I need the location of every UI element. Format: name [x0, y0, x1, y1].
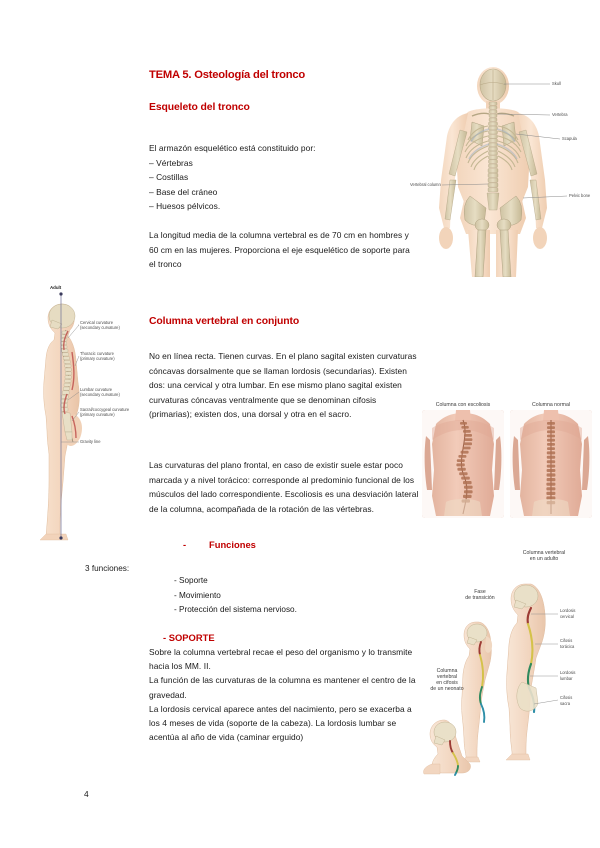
- section2-paragraph2: Las curvaturas del plano frontal, en cas…: [149, 460, 419, 514]
- development-caption-transition-line1: Fase: [474, 589, 486, 595]
- scoliosis-caption-left: Columna con escoliosis: [435, 402, 491, 408]
- section2-paragraph1-block: No en línea recta. Tienen curvas. En el …: [149, 349, 418, 422]
- skeleton-label-skull: Skull: [552, 81, 561, 86]
- scoliosis-panel-left: Columna con escoliosis: [422, 402, 504, 518]
- section-heading-columna: Columna vertebral en conjunto: [149, 316, 300, 327]
- development-caption-neonate-line2: vertebral: [436, 674, 458, 680]
- figure-posterior-skeleton: Skull Vertebra Scapula Vertebral column …: [410, 52, 600, 278]
- list-item: – Base del cráneo: [149, 186, 218, 197]
- scoliotic-spine-svg: [422, 410, 504, 518]
- funciones-list: - Soporte - Movimiento - Protección del …: [174, 574, 297, 618]
- skeleton-label-vertebra: Vertebra: [552, 112, 568, 117]
- list-item: - Movimiento: [174, 590, 221, 600]
- posterior-skeleton-illustration: [439, 67, 568, 278]
- development-label-lordosis-lumbar-line1: Lordosis: [560, 670, 576, 675]
- development-caption-adult-line1: Columna vertebral: [522, 550, 566, 556]
- funciones-heading-row: - Funciones: [183, 538, 256, 551]
- page-number: 4: [84, 789, 89, 799]
- skeleton-label-vertebral-column: Vertebral column: [410, 182, 441, 187]
- soporte-heading: - SOPORTE: [163, 632, 215, 643]
- list-item: – Vértebras: [149, 157, 193, 168]
- lateral-label-thoracic-line1: Thoracic curvature: [80, 351, 114, 356]
- section1-heading-block: Esqueleto del tronco: [149, 101, 417, 115]
- funciones-lead-text: 3 funciones:: [85, 564, 130, 573]
- lateral-label-cervical-line1: Cervical curvature: [80, 320, 113, 325]
- section2-paragraph2-block: Las curvaturas del plano frontal, en cas…: [149, 458, 422, 516]
- development-caption-transition-line2: de transición: [465, 595, 495, 601]
- page-title: TEMA 5. Osteología del tronco: [149, 69, 306, 81]
- lateral-spine-illustration: [39, 292, 82, 541]
- development-label-lordosis-cervical-line2: cervical: [560, 614, 574, 619]
- section1-intro: El armazón esquelético está constituido …: [149, 143, 316, 153]
- scoliosis-caption-right: Columna normal: [531, 402, 571, 408]
- list-item: – Huesos pélvicos.: [149, 201, 221, 212]
- normal-spine-svg: [510, 410, 592, 518]
- development-caption-adult-line2: en un adulto: [529, 556, 559, 562]
- lateral-label-lumbar-line1: Lumbar curvature: [80, 387, 113, 392]
- development-label-cifosis-sacra-line2: sacra: [560, 701, 571, 706]
- development-caption-neonate-line4: de un neonato: [430, 686, 464, 692]
- figure-curvature-development: Columna vertebral en un adulto Fase de t…: [418, 548, 598, 776]
- development-label-lordosis-lumbar-line2: lumbar: [560, 676, 573, 681]
- funciones-lead: 3 funciones:: [85, 562, 129, 577]
- section-heading-esqueleto: Esqueleto del tronco: [149, 102, 250, 113]
- lateral-label-gravity-line: Gravity line: [80, 439, 101, 444]
- skeleton-label-pelvic-bone: Pelvic bone: [569, 193, 591, 198]
- development-label-cifosis-toracica-line1: Cifosis: [560, 638, 573, 643]
- lateral-label-sacral-line1: Sacral/coccygeal curvature: [80, 407, 130, 412]
- figure-scoliosis-comparison: Columna con escoliosis: [419, 402, 595, 537]
- soporte-paragraph-block: Sobre la columna vertebral recae el peso…: [149, 645, 422, 744]
- lateral-label-cervical-line2: (secondary curvature): [80, 325, 120, 330]
- soporte-paragraph-2: La función de las curvaturas de la colum…: [149, 675, 416, 700]
- normal-back-illustration: [510, 410, 592, 518]
- title-block: TEMA 5. Osteología del tronco: [149, 68, 417, 82]
- section2-paragraph1: No en línea recta. Tienen curvas. En el …: [149, 351, 417, 420]
- section2-heading-block: Columna vertebral en conjunto: [149, 315, 417, 329]
- development-illustration: [423, 583, 559, 776]
- section1-paragraph-block: La longitud media de la columna vertebra…: [149, 228, 417, 272]
- skeleton-label-scapula: Scapula: [562, 136, 577, 141]
- list-item: - Soporte: [174, 576, 208, 585]
- list-item: – Costillas: [149, 172, 189, 183]
- soporte-paragraph-3: La lordosis cervical aparece antes del n…: [149, 703, 412, 743]
- development-caption-neonate-line1: Columna: [436, 668, 458, 674]
- lateral-label-thoracic-line2: (primary curvature): [80, 356, 115, 361]
- lateral-label-sacral-line2: (primary curvature): [80, 412, 115, 417]
- figure-adult-lateral-spine: Adult: [22, 285, 150, 544]
- lateral-label-lumbar-line2: (secondary curvature): [80, 392, 120, 397]
- development-caption-neonate-line3: en cifosis: [436, 680, 458, 686]
- development-label-cifosis-sacra-line1: Cifosis: [560, 695, 573, 700]
- funciones-heading: Funciones: [209, 539, 256, 550]
- soporte-heading-block: - SOPORTE: [163, 631, 215, 644]
- soporte-paragraph-1: Sobre la columna vertebral recae el peso…: [149, 647, 413, 672]
- section1-intro-block: El armazón esquelético está constituido …: [149, 141, 417, 214]
- development-label-lordosis-cervical-line1: Lordosis: [560, 608, 576, 613]
- section1-paragraph: La longitud media de la columna vertebra…: [149, 230, 410, 270]
- scoliosis-panel-right: Columna normal: [510, 402, 592, 518]
- funciones-dash: -: [183, 539, 187, 550]
- lateral-title-adult: Adult: [50, 285, 62, 290]
- scoliosis-back-illustration: [422, 410, 504, 518]
- list-item: - Protección del sistema nervioso.: [174, 605, 297, 615]
- development-label-cifosis-toracica-line2: torácica: [560, 644, 575, 649]
